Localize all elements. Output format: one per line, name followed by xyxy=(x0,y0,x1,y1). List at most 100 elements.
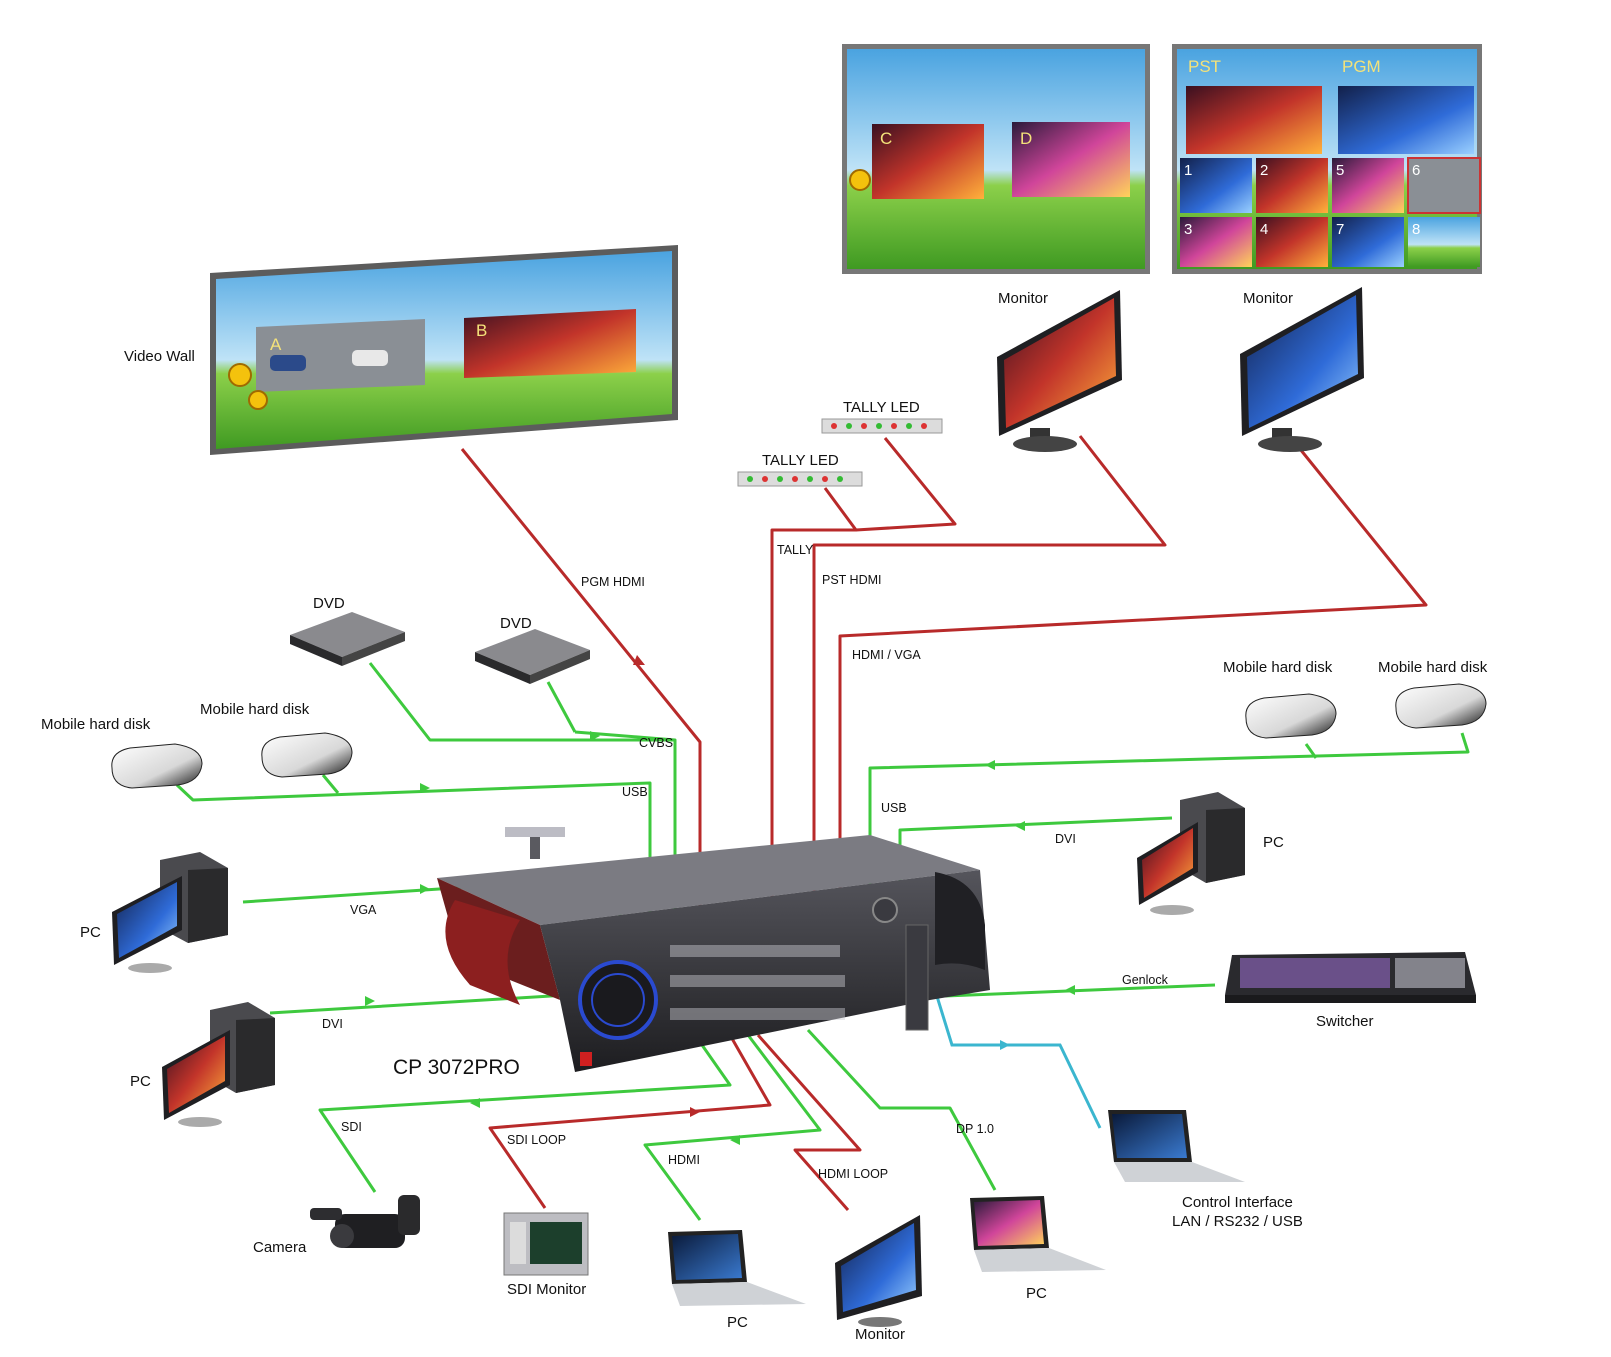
arrow-pgm xyxy=(633,655,645,665)
label-pst-hdmi: PST HDMI xyxy=(822,573,882,587)
pc-dvi-left xyxy=(162,1002,275,1127)
monitor-right xyxy=(1240,287,1364,452)
mobile-hard-disk-3 xyxy=(1245,693,1337,739)
camera xyxy=(310,1195,420,1248)
pc-dvi-right-label: PC xyxy=(1263,834,1284,851)
label-hdmi-vga: HDMI / VGA xyxy=(852,648,921,662)
arrow-vga xyxy=(420,884,430,894)
screen-tag-2: 2 xyxy=(1260,162,1268,179)
label-sdi-loop: SDI LOOP xyxy=(507,1133,566,1147)
dvd-2-label: DVD xyxy=(500,615,532,632)
label-sdi: SDI xyxy=(341,1120,362,1134)
mobile-hard-disk-2 xyxy=(261,732,353,778)
arrow-control xyxy=(1000,1040,1010,1050)
label-vga: VGA xyxy=(350,903,377,917)
screen-tag-3: 3 xyxy=(1184,221,1192,238)
monitor-loop xyxy=(835,1215,922,1327)
sdi-monitor-label: SDI Monitor xyxy=(507,1281,586,1298)
dp-cable xyxy=(806,1028,997,1191)
screen-tag-1: 1 xyxy=(1184,162,1192,179)
hdmi-vga-cable xyxy=(838,443,1428,930)
pc-vga-label: PC xyxy=(80,924,101,941)
sdi-cable xyxy=(318,1034,732,1193)
control-label-line2: LAN / RS232 / USB xyxy=(1172,1213,1303,1230)
arrow-cvbs xyxy=(590,731,600,741)
dvd-player-2 xyxy=(475,629,590,684)
hdmi-cable xyxy=(643,1034,822,1221)
video-wall: A B xyxy=(210,245,678,455)
dvd-2-cable xyxy=(546,681,577,733)
tally-cable-top xyxy=(855,437,957,532)
arrow-sdi xyxy=(470,1098,480,1108)
screen-tag-pgm: PGM xyxy=(1342,57,1381,76)
arrow-genlock xyxy=(1065,985,1075,995)
wall-tag-b: B xyxy=(476,321,487,340)
pc-dvi-left-label: PC xyxy=(130,1073,151,1090)
sdi-loop-cable xyxy=(488,1034,772,1209)
mhd-1-label: Mobile hard disk xyxy=(41,716,151,733)
monitor-left-label: Monitor xyxy=(998,290,1048,307)
switcher-label: Switcher xyxy=(1316,1013,1374,1030)
video-wall-label: Video Wall xyxy=(124,348,195,365)
mobile-hard-disk-4 xyxy=(1395,683,1487,729)
mobile-hard-disk-1 xyxy=(111,743,203,789)
label-cvbs: CVBS xyxy=(639,736,673,750)
pc-hdmi-label: PC xyxy=(727,1314,748,1331)
monitor-screen-multiview: PST PGM 1 2 5 6 3 4 7 8 xyxy=(1172,44,1482,274)
monitor-left xyxy=(997,290,1122,452)
sdi-monitor xyxy=(503,1212,589,1276)
label-hdmi: HDMI xyxy=(668,1153,700,1167)
camera-label: Camera xyxy=(253,1239,307,1256)
switcher-panel xyxy=(1225,952,1476,1003)
screen-tag-6: 6 xyxy=(1412,162,1420,179)
tally-led-bottom-label: TALLY LED xyxy=(762,452,839,469)
pc-laptop-dp xyxy=(970,1196,1106,1272)
pc-laptop-hdmi xyxy=(668,1230,806,1306)
label-dvi-left: DVI xyxy=(322,1017,343,1031)
mhd-3-cable xyxy=(1304,743,1318,759)
device-model-label: CP 3072PRO xyxy=(393,1056,520,1079)
tally-cable xyxy=(770,487,858,960)
tally-led-top-label: TALLY LED xyxy=(843,399,920,416)
tally-led-bar-top xyxy=(821,418,943,434)
tally-led-bar-bottom xyxy=(737,471,863,487)
arrow-dvi-left xyxy=(365,996,375,1006)
arrow-sdi-loop xyxy=(690,1107,700,1117)
screen-tag-pst: PST xyxy=(1188,57,1221,76)
pc-dp-label: PC xyxy=(1026,1285,1047,1302)
label-usb-right: USB xyxy=(881,801,907,815)
dvd-1-label: DVD xyxy=(313,595,345,612)
mhd-2-cable xyxy=(321,774,340,794)
label-dvi-right: DVI xyxy=(1055,832,1076,846)
screen-tag-7: 7 xyxy=(1336,221,1344,238)
screen-tag-5: 5 xyxy=(1336,162,1344,179)
monitor-loop-label: Monitor xyxy=(855,1326,905,1343)
screen-tag-d: D xyxy=(1020,129,1032,148)
screen-tag-4: 4 xyxy=(1260,221,1268,238)
mhd-4-label: Mobile hard disk xyxy=(1378,659,1488,676)
screen-tag-8: 8 xyxy=(1412,221,1420,238)
label-pgm-hdmi: PGM HDMI xyxy=(581,575,645,589)
monitor-right-label: Monitor xyxy=(1243,290,1293,307)
mhd-2-label: Mobile hard disk xyxy=(200,701,310,718)
dvd-player-1 xyxy=(290,612,405,666)
wall-tag-a: A xyxy=(270,335,282,354)
pc-dvi-right xyxy=(1137,792,1245,915)
arrow-usb-left xyxy=(420,783,430,793)
pst-hdmi-cable xyxy=(812,435,1167,930)
screen-tag-c: C xyxy=(880,129,892,148)
cable-arrows xyxy=(365,655,1075,1145)
cp-3072pro-device xyxy=(437,827,990,1072)
pc-vga xyxy=(112,852,228,973)
label-hdmi-loop: HDMI LOOP xyxy=(818,1167,888,1181)
hdmi-loop-cable xyxy=(756,1034,862,1211)
label-usb-left: USB xyxy=(622,785,648,799)
arrow-dvi-right xyxy=(1015,821,1025,831)
label-dp: DP 1.0 xyxy=(956,1122,994,1136)
control-label-line1: Control Interface xyxy=(1182,1194,1293,1211)
arrow-usb-right xyxy=(985,760,995,770)
monitor-screen-cd: C D xyxy=(842,44,1150,274)
control-laptop xyxy=(1108,1110,1245,1182)
